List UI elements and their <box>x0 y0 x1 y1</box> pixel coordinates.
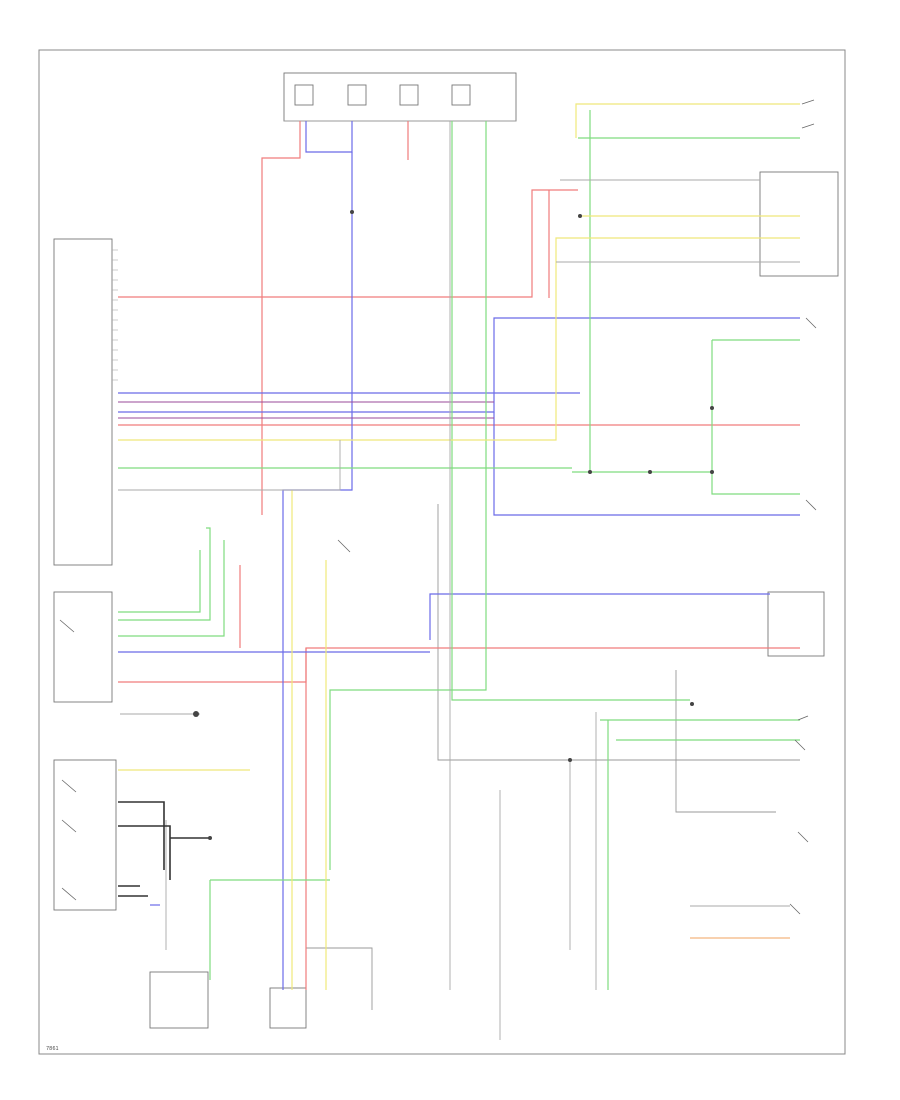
switch-block-left <box>53 591 113 703</box>
red-wires <box>118 121 800 990</box>
right-top-switch-box <box>759 171 839 277</box>
right-mid-ground-path <box>675 670 776 813</box>
right-lower-gray-path <box>437 504 800 761</box>
bottom-module-ground <box>305 947 373 1010</box>
yellow-wires <box>118 103 800 990</box>
blue-wires <box>118 121 800 990</box>
fuse-block-top <box>283 72 517 122</box>
right-mid-switch-box <box>767 591 825 657</box>
page-label: 7861 <box>46 1046 59 1052</box>
junction-dots <box>193 210 714 840</box>
gray-wires <box>118 121 800 1040</box>
bottom-module-center <box>269 987 307 1029</box>
switch-symbols <box>59 99 817 915</box>
lower-left-switch <box>53 759 117 911</box>
bottom-module-left <box>149 971 209 1029</box>
purple-wires <box>118 401 494 419</box>
ecm-pin-ticks <box>112 249 118 381</box>
ecm-connector-block <box>53 238 113 566</box>
page-frame <box>38 49 846 1055</box>
black-wires <box>118 801 210 897</box>
green-wires <box>118 110 800 990</box>
